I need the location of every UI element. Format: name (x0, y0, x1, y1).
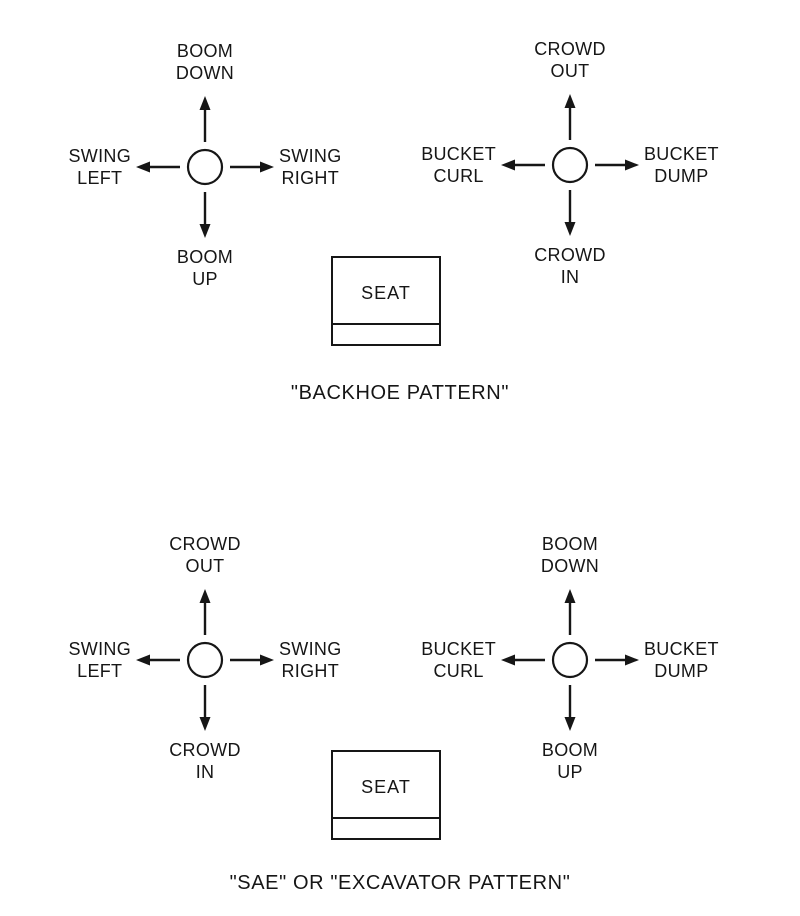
right-arrow (595, 654, 639, 666)
joystick-cross-arrows (501, 589, 639, 731)
joystick-cross-arrows (136, 96, 274, 238)
label-down: BOOM UP (176, 247, 234, 289)
diagram-title-backhoe: "BACKHOE PATTERN" (290, 382, 510, 404)
joystick-circle (186, 148, 224, 186)
up-arrow (199, 96, 211, 142)
label-down: CROWD IN (169, 740, 241, 782)
left-arrow (501, 654, 545, 666)
joystick-circle (186, 641, 224, 679)
label-down: BOOM UP (541, 740, 599, 782)
joystick-circle (551, 641, 589, 679)
down-arrow (564, 685, 576, 731)
label-right: SWING RIGHT (279, 639, 342, 681)
up-arrow (199, 589, 211, 635)
right-arrow (595, 159, 639, 171)
label-left: SWING LEFT (68, 146, 131, 188)
left-arrow (136, 654, 180, 666)
seat-back-line (333, 323, 439, 325)
down-arrow (199, 192, 211, 238)
down-arrow (564, 190, 576, 236)
left-arrow (136, 161, 180, 173)
joystick-cross-arrows (501, 94, 639, 236)
seat-label: SEAT (361, 777, 411, 797)
label-right: SWING RIGHT (279, 146, 342, 188)
label-up: CROWD OUT (534, 39, 606, 81)
seat-box: SEAT (331, 256, 441, 346)
left-arrow (501, 159, 545, 171)
joystick-circle (551, 146, 589, 184)
up-arrow (564, 589, 576, 635)
label-up: CROWD OUT (169, 534, 241, 576)
label-left: BUCKET CURL (421, 639, 496, 681)
up-arrow (564, 94, 576, 140)
joystick-cross-arrows (136, 589, 274, 731)
seat-back-line (333, 817, 439, 819)
right-arrow (230, 654, 274, 666)
label-right: BUCKET DUMP (644, 144, 719, 186)
diagram-title-sae-excavator: "SAE" OR "EXCAVATOR PATTERN" (229, 872, 571, 894)
label-up: BOOM DOWN (540, 534, 600, 576)
label-left: SWING LEFT (68, 639, 131, 681)
down-arrow (199, 685, 211, 731)
seat-box: SEAT (331, 750, 441, 840)
label-left: BUCKET CURL (421, 144, 496, 186)
label-right: BUCKET DUMP (644, 639, 719, 681)
label-up: BOOM DOWN (175, 41, 235, 83)
label-down: CROWD IN (534, 245, 606, 287)
seat-label: SEAT (361, 283, 411, 303)
right-arrow (230, 161, 274, 173)
